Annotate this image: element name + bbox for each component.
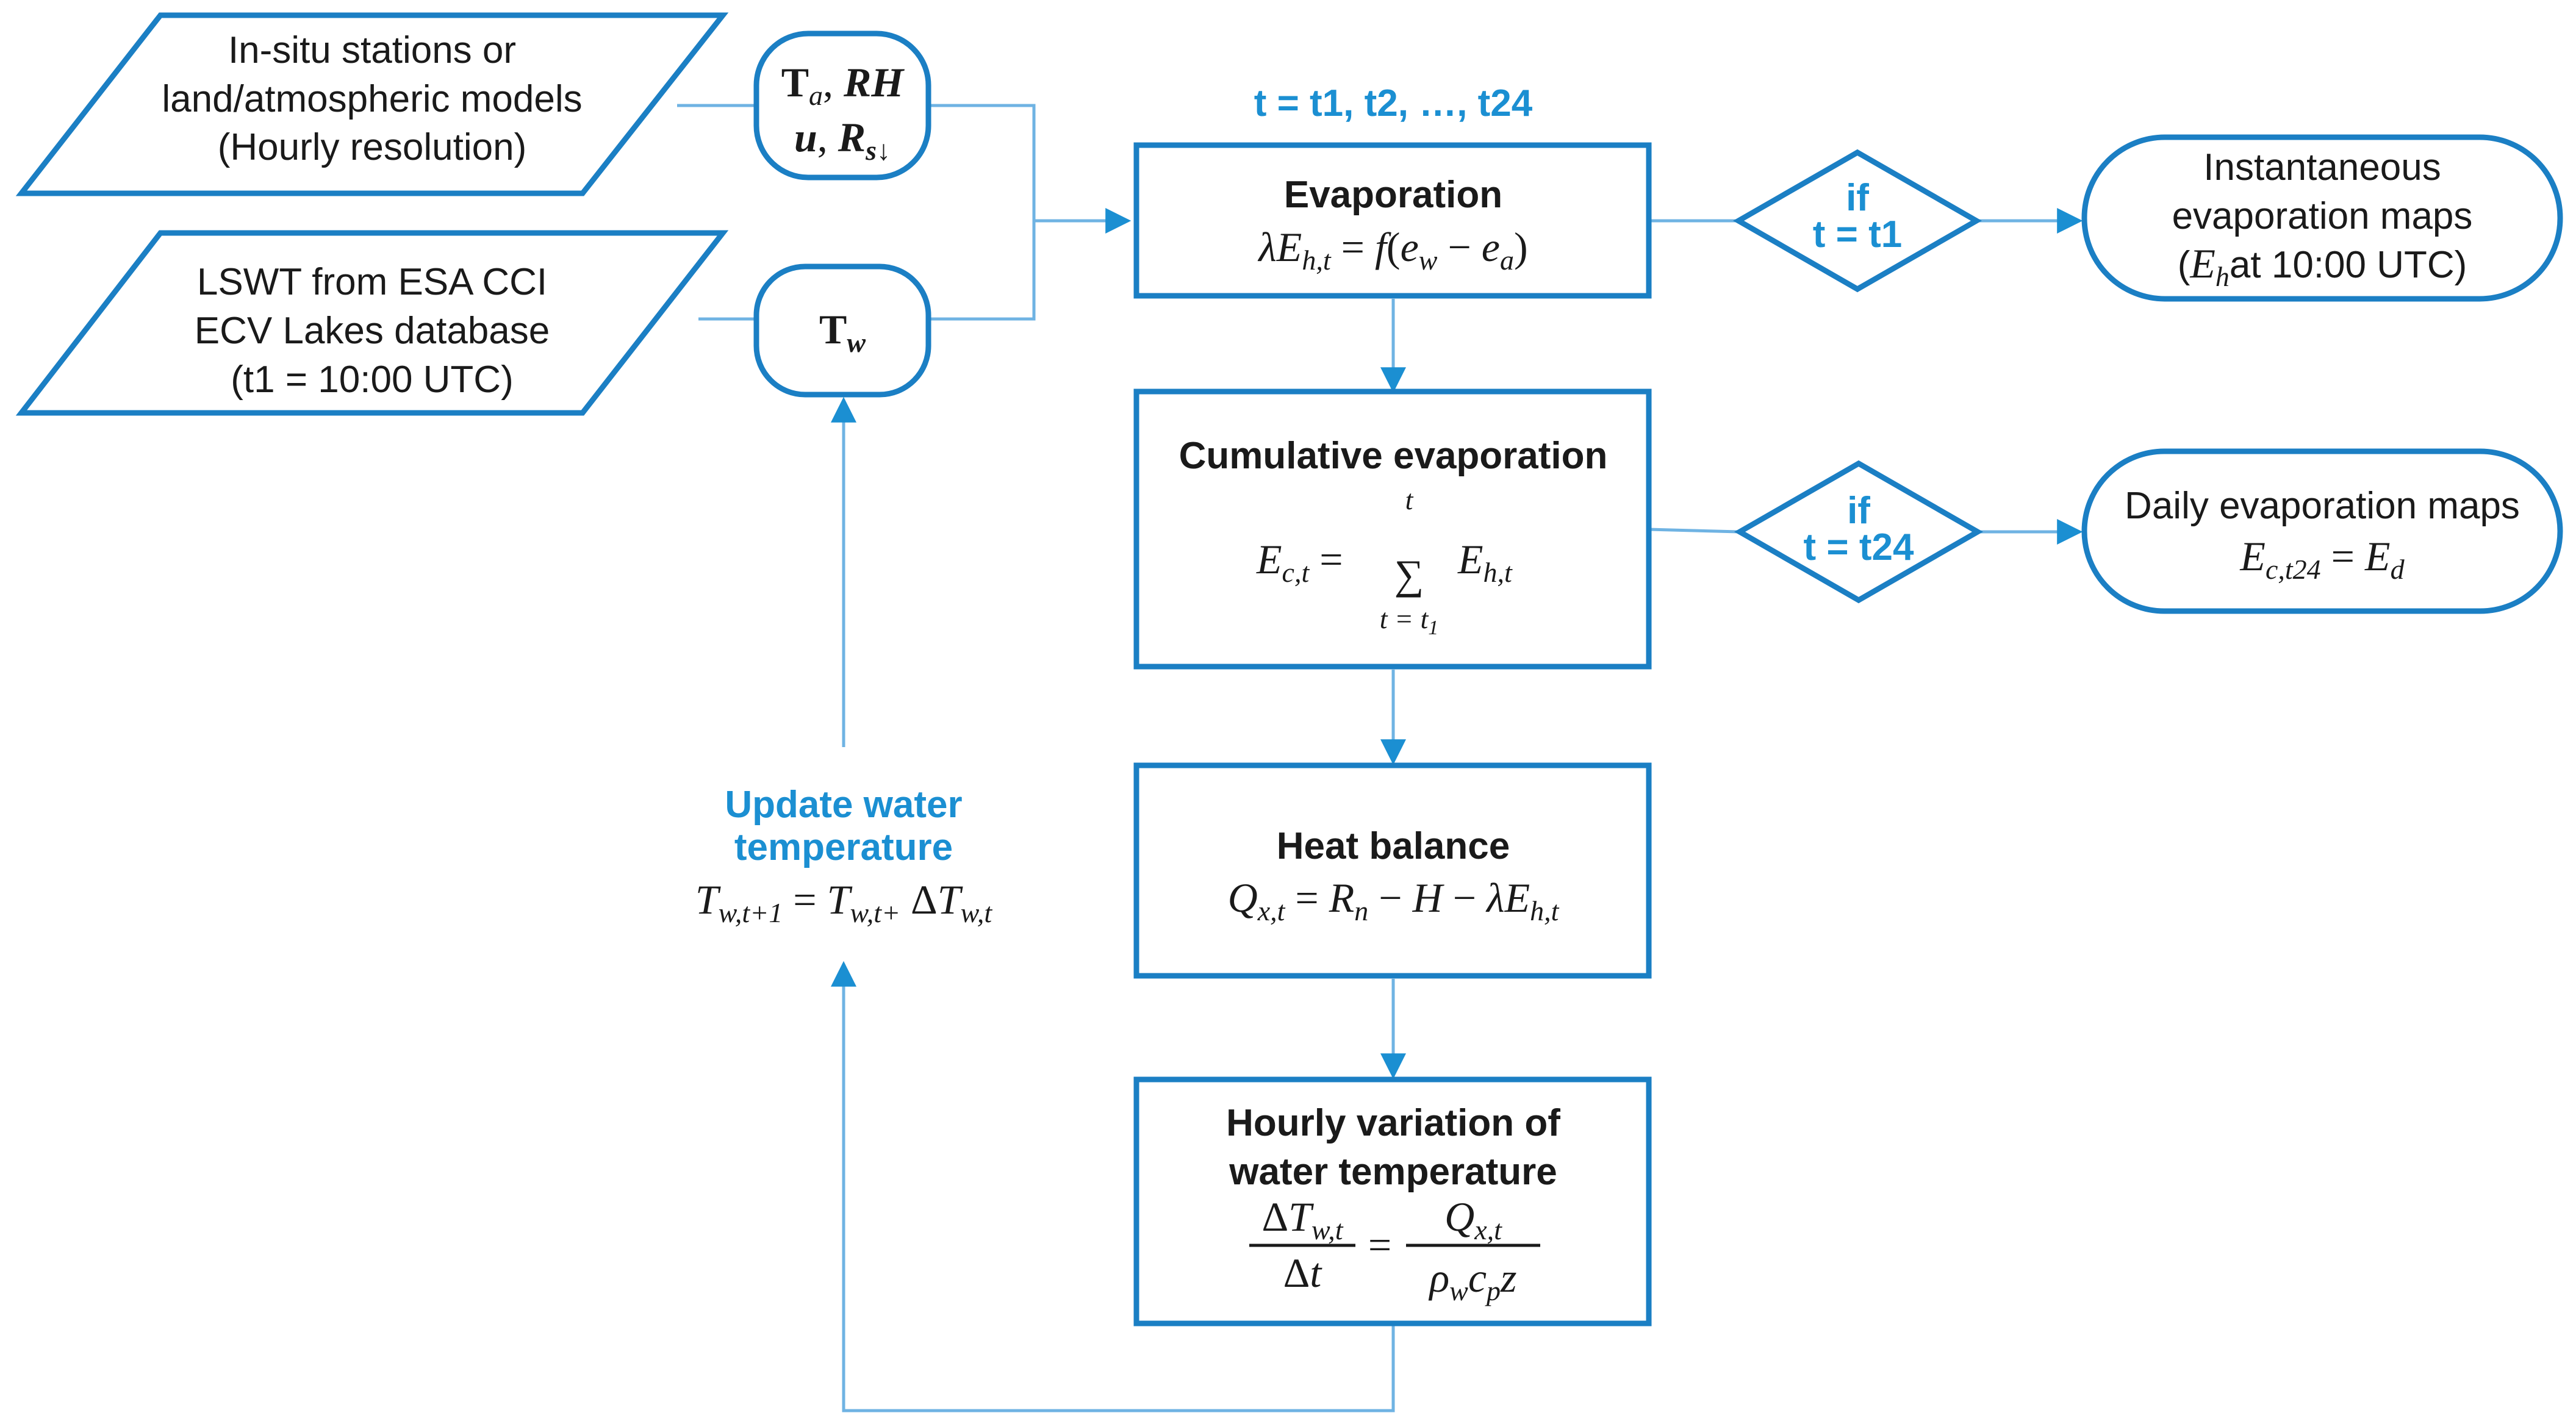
step-heat-balance-shape: [1133, 762, 1652, 979]
output-instant-line3: (Ehat 10:00 UTC): [2178, 240, 2467, 292]
decision-instant-line1: if: [1846, 177, 1869, 219]
water-temperature-label: Tw: [819, 306, 866, 358]
summation-lower: t = t1: [1380, 603, 1439, 639]
input-meteo-line2: land/atmospheric models: [162, 78, 582, 120]
cumulative-formula-rhs: Eh,t: [1457, 536, 1513, 588]
step-evaporation-shape: [1133, 142, 1652, 299]
fraction-left-numerator: ΔTw,t: [1261, 1194, 1343, 1245]
step-heat-balance: Heat balance Qx,t = Rn − H − λEh,t: [1133, 762, 1652, 979]
fraction-left-denominator: Δt: [1283, 1250, 1323, 1296]
meteo-variables-shape: [753, 30, 931, 181]
step-cumulative-title: Cumulative evaporation: [1179, 435, 1608, 477]
meteo-variables-line1: Ta, RH: [781, 59, 905, 111]
input-lswt: LSWT from ESA CCI ECV Lakes database (t1…: [15, 230, 729, 416]
decision-instant-line2: t = t1: [1813, 213, 1902, 256]
step-hourly-variation-title2: water temperature: [1229, 1151, 1557, 1193]
step-evaporation: Evaporation λEh,t = f(ew − ea): [1133, 142, 1652, 299]
step-cumulative: Cumulative evaporation Ec,t = ∑ t t = t1…: [1133, 388, 1652, 670]
heat-balance-formula: Qx,t = Rn − H − λEh,t: [1228, 875, 1560, 926]
input-lswt-line3: (t1 = 10:00 UTC): [231, 359, 513, 401]
decision-daily: if t = t24: [1734, 460, 1984, 604]
decision-daily-line1: if: [1847, 490, 1870, 532]
decision-instant: if t = t1: [1732, 149, 1982, 293]
input-meteo-shape: [15, 12, 729, 196]
update-line1: Update water: [725, 784, 962, 826]
connector-vars-merge: [928, 104, 1036, 321]
step-hourly-variation-shape: [1133, 1076, 1652, 1326]
output-instant-line2: evaporation maps: [2172, 195, 2473, 237]
decision-instant-shape: [1732, 149, 1982, 293]
evaporation-formula: λEh,t = f(ew − ea): [1257, 224, 1527, 276]
fraction-right-denominator: ρwcpz: [1429, 1255, 1517, 1306]
step-hourly-variation: Hourly variation of water temperature ΔT…: [1133, 1076, 1652, 1326]
update-line2: temperature: [734, 826, 953, 868]
input-lswt-shape: [15, 230, 729, 416]
input-meteo: In-situ stations or land/atmospheric mod…: [15, 12, 729, 196]
meteo-variables-line2: u, Rs↓: [794, 114, 891, 166]
step-hourly-variation-title1: Hourly variation of: [1226, 1102, 1560, 1144]
decision-daily-shape: [1734, 460, 1984, 604]
fraction-right-numerator: Qx,t: [1444, 1194, 1502, 1245]
output-instant-line1: Instantaneous: [2203, 146, 2441, 188]
input-meteo-line3: (Hourly resolution): [218, 126, 527, 168]
output-daily-shape: [2081, 448, 2563, 614]
input-lswt-line1: LSWT from ESA CCI: [197, 261, 547, 303]
cumulative-formula-lhs: Ec,t =: [1256, 536, 1343, 588]
input-lswt-line2: ECV Lakes database: [195, 310, 550, 352]
connectors: [677, 104, 2083, 1412]
output-daily-formula: Ec,t24 = Ed: [2239, 533, 2405, 585]
output-daily-line1: Daily evaporation maps: [2125, 485, 2520, 527]
output-daily: Daily evaporation maps Ec,t24 = Ed: [2081, 448, 2563, 614]
update-water-temperature: Update water temperature Tw,t+1 = Tw,t+ …: [653, 775, 1037, 957]
meteo-variables-box: Ta, RH u, Rs↓: [753, 30, 931, 181]
decision-daily-line2: t = t24: [1804, 526, 1914, 568]
summation-upper: t: [1405, 484, 1414, 515]
step-cumulative-shape: [1133, 388, 1652, 670]
water-temperature-shape: [753, 263, 931, 398]
fraction-equals: =: [1368, 1222, 1391, 1268]
input-meteo-line1: In-situ stations or: [228, 29, 516, 71]
connector-cumulative-to-decision2: [1648, 528, 1739, 534]
loop-label: t = t1, t2, …, t24: [1254, 82, 1533, 124]
update-formula: Tw,t+1 = Tw,t+ ΔTw,t: [695, 876, 993, 928]
output-instant: Instantaneous evaporation maps (Ehat 10:…: [2081, 134, 2563, 302]
connector-hourly-loop: [831, 961, 1395, 1412]
water-temperature-box: Tw: [753, 263, 931, 398]
summation-sign: ∑: [1394, 551, 1424, 598]
step-evaporation-title: Evaporation: [1284, 174, 1502, 216]
step-heat-balance-title: Heat balance: [1277, 825, 1510, 867]
output-instant-shape: [2081, 134, 2563, 302]
update-label-background: [653, 775, 1037, 957]
